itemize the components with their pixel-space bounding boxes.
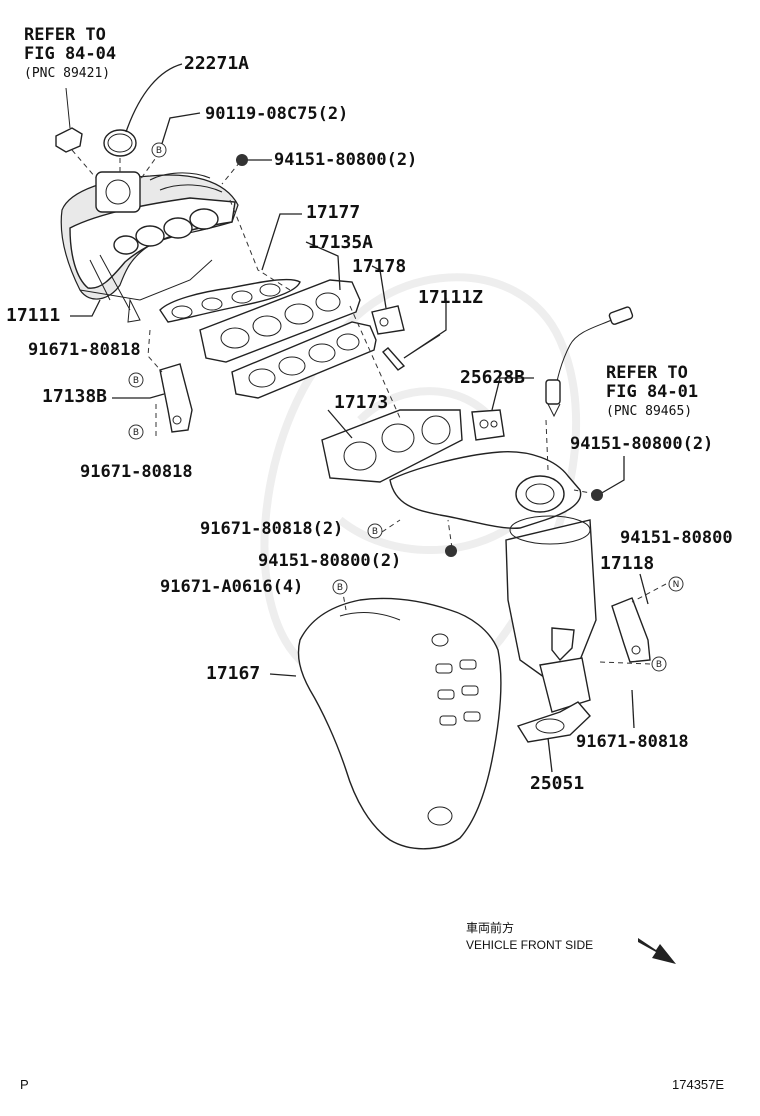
reference-pnc: (PNC 89465) [606,404,693,419]
connector-plug [55,87,83,153]
b-marker-text: B [372,527,378,537]
b-marker [128,372,144,388]
part-label-91671-c[interactable]: 91671-80818(2) [200,519,344,539]
b-marker [651,656,667,672]
bracket-17118 [611,597,651,663]
intake-manifold [60,171,239,323]
manifold-flange [231,305,405,399]
part-label-17167[interactable]: 17167 [206,663,261,684]
footer-figure-id: 174357E [672,1077,725,1092]
reference-fig-84-01[interactable]: REFER TO FIG 84-01 (PNC 89465) [606,364,698,421]
b-marker [128,424,144,440]
leader-lines [70,63,649,773]
nuts [236,154,603,557]
intake-gasket [159,278,301,323]
part-label-91671-A0616[interactable]: 91671-A0616(4) [160,577,304,597]
front-arrow-icon [638,938,676,964]
reference-line2: FIG 84-04 [24,44,117,64]
part-label-17173[interactable]: 17173 [334,392,389,413]
part-label-17177[interactable]: 17177 [306,202,361,223]
reference-line1: REFER TO [606,363,688,383]
part-label-94151-mid[interactable]: 94151-80800(2) [570,434,714,454]
b-marker-text: B [337,583,343,593]
b-marker-text: B [133,376,139,386]
insulator-plate [199,279,361,363]
egr-gasket [471,409,505,441]
vehicle-front-en: VEHICLE FRONT SIDE [466,938,594,952]
vehicle-front-jp: 車両前方 [466,921,515,935]
exhaust-gasket [321,409,463,483]
part-label-94151-top[interactable]: 94151-80800(2) [274,150,418,170]
n-marker-text: N [673,580,680,590]
assembly-lines [71,149,667,665]
b-marker [332,579,348,595]
reference-fig-84-04[interactable]: REFER TO FIG 84-04 (PNC 89421) [24,26,116,83]
part-label-17178[interactable]: 17178 [352,256,407,277]
b-marker [367,523,383,539]
reference-line1: REFER TO [24,25,106,45]
part-label-90119[interactable]: 90119-08C75(2) [205,104,349,124]
part-label-91671-b[interactable]: 91671-80818 [80,462,193,482]
b-marker-text: B [133,428,139,438]
footer-page-letter: P [20,1077,29,1092]
oxygen-sensor [545,306,634,418]
b-marker [151,142,167,158]
part-label-17138B[interactable]: 17138B [42,386,108,407]
part-label-17135A[interactable]: 17135A [308,232,374,253]
part-label-91671-a[interactable]: 91671-80818 [28,340,141,360]
heat-insulator [297,597,502,850]
part-label-17118[interactable]: 17118 [600,553,655,574]
part-label-25051[interactable]: 25051 [530,773,585,794]
part-label-91671-d[interactable]: 91671-80818 [576,732,689,752]
o-ring-gasket [103,129,137,157]
reference-line2: FIG 84-01 [606,382,699,402]
part-label-94151-low[interactable]: 94151-80800(2) [258,551,402,571]
part-label-17111Z[interactable]: 17111Z [418,287,484,308]
bracket-17138B [159,363,193,433]
b-marker-text: B [156,146,162,156]
reference-pnc: (PNC 89421) [24,66,111,81]
n-marker [668,576,684,592]
fastener-markers: B B B B B B N [128,142,684,672]
exhaust-manifold-converter [389,451,597,743]
part-label-25628B[interactable]: 25628B [460,367,526,388]
part-label-22271A[interactable]: 22271A [184,53,250,74]
part-label-94151-single[interactable]: 94151-80800 [620,528,733,548]
vehicle-front-note: 車両前方 VEHICLE FRONT SIDE [466,920,593,954]
part-label-17111[interactable]: 17111 [6,305,61,326]
b-marker-text: B [656,660,662,670]
